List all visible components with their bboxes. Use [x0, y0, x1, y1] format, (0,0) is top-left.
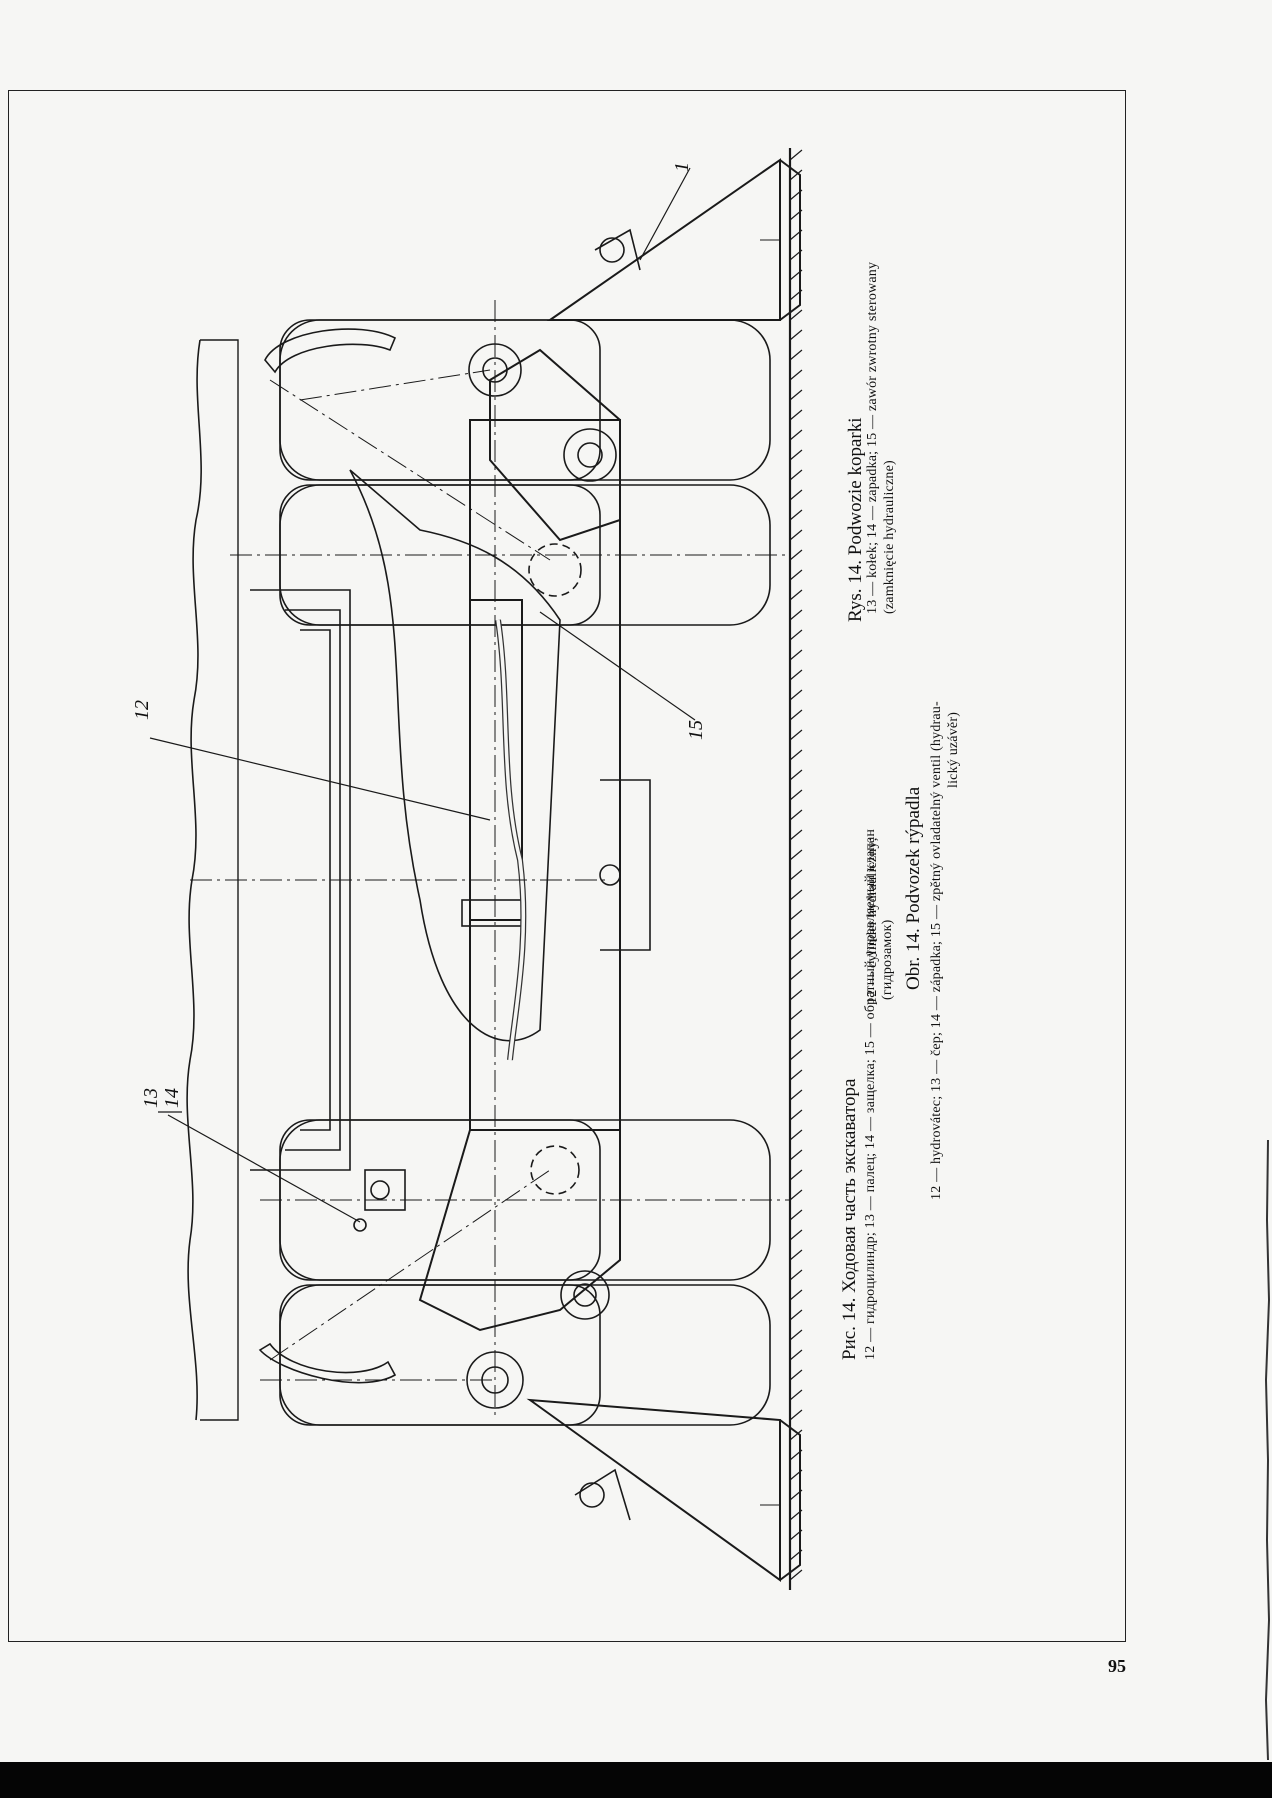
caption-czech-line2: lický uzávěr) [946, 711, 961, 788]
callout-15: 15 [685, 720, 707, 740]
caption-czech-line1: 12 — hydrovátec; 13 — čep; 14 — západka;… [929, 701, 944, 1200]
caption-polish-line1: 13 — kołek; 14 — zapadka; 15 — zawór zwr… [865, 261, 880, 614]
scan-edge [1264, 1140, 1271, 1760]
caption-czech: Obr. 14. Podvozek rýpadla [902, 787, 926, 990]
figure-frame [8, 90, 1126, 1642]
callout-1: 1 [671, 162, 693, 172]
page-number: 95 [1108, 1656, 1126, 1676]
caption-polish-body: 12 — cylinder hydrauliczny; [864, 837, 881, 1004]
caption-russian-line2: (гидрозамок) [880, 919, 895, 1001]
scan-bottom-border [0, 1762, 1272, 1798]
caption-czech-title: Obr. 14. Podvozek rýpadla [903, 786, 924, 990]
caption-polish-body-b: 13 — kołek; 14 — zapadka; 15 — zawór zwr… [864, 262, 898, 614]
callout-13: 13 [140, 1088, 162, 1108]
caption-russian-title: Рис. 14. Ходовая часть экскаватора [839, 1078, 860, 1360]
caption-polish-line3: (zamknięcie hydrauliczne) [882, 460, 897, 614]
callout-14: 14 [161, 1088, 183, 1108]
caption-polish-line2: 12 — cylinder hydrauliczny; [865, 837, 880, 1004]
caption-czech-body: 12 — hydrovátec; 13 — čep; 14 — západka;… [928, 701, 962, 1200]
callout-12: 12 [131, 700, 153, 720]
